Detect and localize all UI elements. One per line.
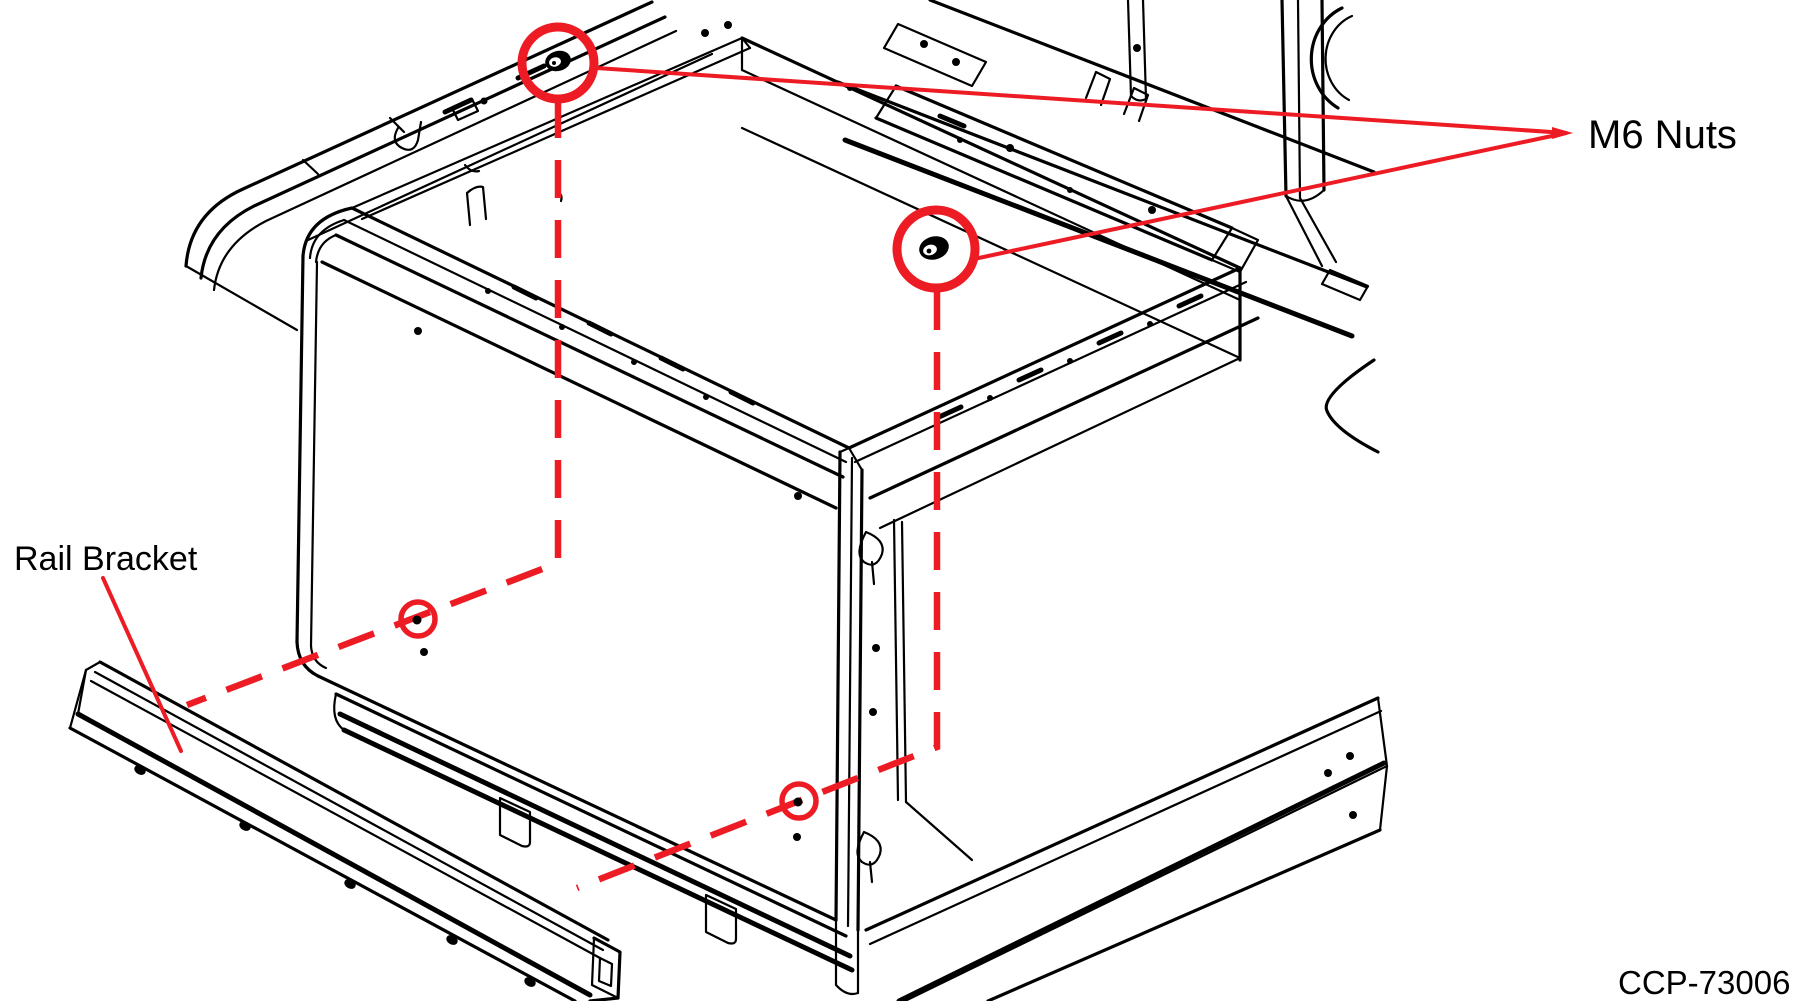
chassis-left-wall — [184, 0, 732, 332]
m6-nut-icon-2 — [919, 236, 949, 260]
m6-nuts-label: M6 Nuts — [1588, 113, 1737, 157]
m6-leader-line-1 — [594, 66, 1568, 135]
equipment-box-corner-post — [834, 446, 864, 996]
m6-leader-line-2 — [972, 131, 1568, 261]
alignment-dashed-line-2 — [575, 292, 941, 892]
chassis-far-structure — [836, 0, 1380, 454]
rail-bracket-part — [68, 660, 622, 1001]
m6-nut-callout-circle-2 — [892, 205, 980, 293]
chassis-lower-right-rails — [864, 696, 1389, 1001]
equipment-box-front-rim — [301, 206, 851, 510]
drawing-number-label: CCP-73006 — [1618, 964, 1790, 1001]
m6-leader-arrowhead — [1552, 127, 1573, 139]
bolt-hole-circle-1 — [398, 599, 438, 639]
equipment-box-right-rim — [847, 266, 1260, 530]
equipment-box-front-face — [295, 254, 838, 922]
bolt-hole-dot-1 — [412, 615, 422, 625]
equipment-box-bottom-rail — [333, 692, 855, 973]
bolt-hole-dot-2 — [793, 797, 803, 807]
cross-member-plate — [874, 22, 1260, 274]
rail-bracket-label: Rail Bracket — [14, 540, 198, 578]
rail-bracket-leader-line — [101, 576, 183, 753]
m6-nut-icon-1 — [545, 50, 571, 72]
equipment-box-right-face — [856, 518, 1357, 884]
bolt-hole-circle-2 — [779, 781, 819, 821]
alignment-dashed-line-1 — [185, 100, 562, 709]
red-callouts — [101, 22, 1573, 892]
m6-nut-callout-circle-1 — [517, 22, 599, 104]
